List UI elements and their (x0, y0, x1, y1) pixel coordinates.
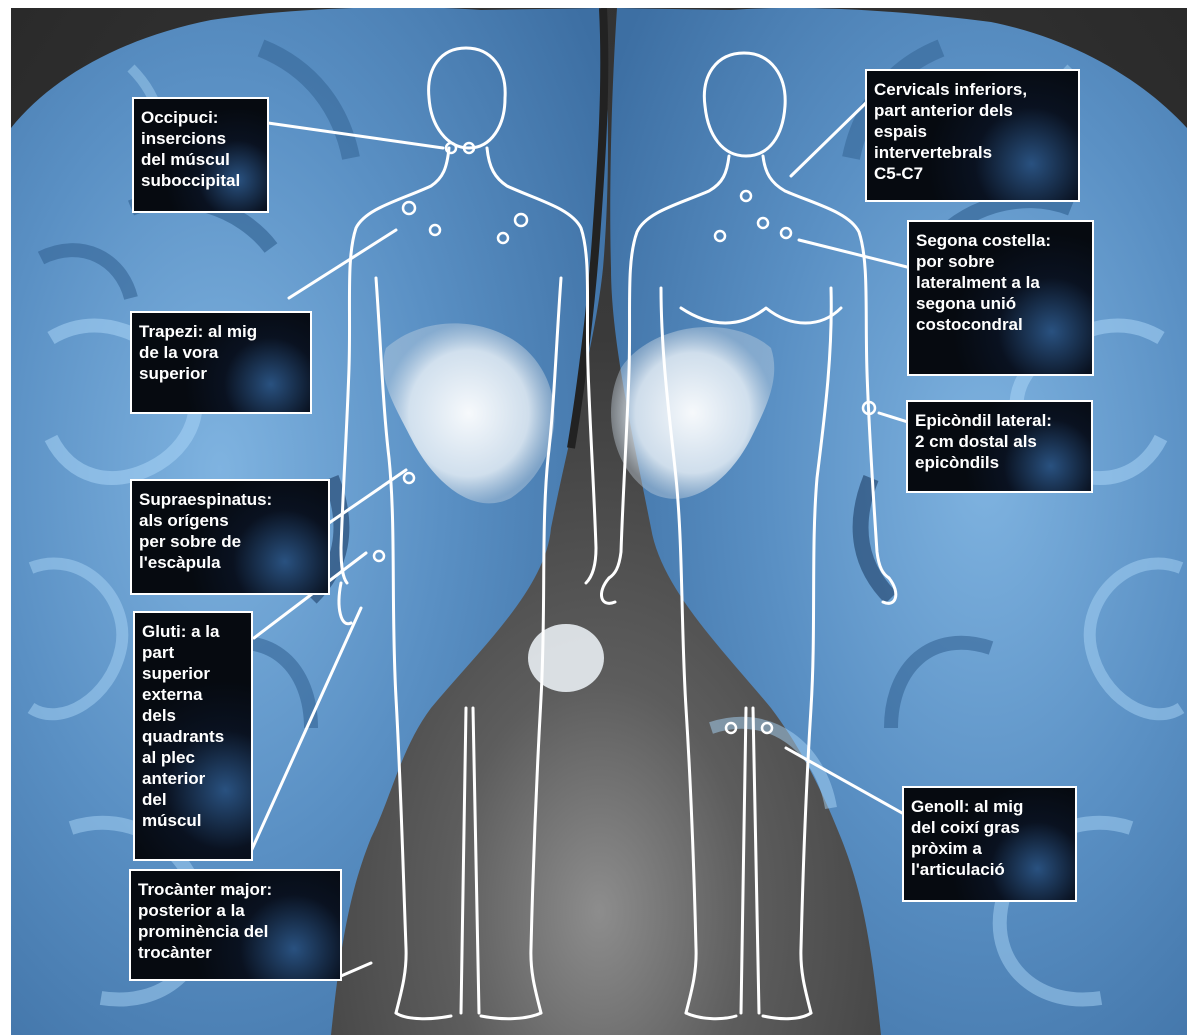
label-segona-costella: Segona costella: por sobre lateralment a… (907, 220, 1094, 376)
label-cervicals-text: Cervicals inferiors, part anterior dels … (874, 79, 1072, 184)
label-occipuci: Occipuci: insercions del múscul suboccip… (132, 97, 269, 213)
diagram-frame: Occipuci: insercions del múscul suboccip… (11, 8, 1187, 1035)
label-segona-costella-text: Segona costella: por sobre lateralment a… (916, 230, 1086, 335)
label-genoll-text: Genoll: al mig del coixí gras pròxim a l… (911, 796, 1069, 880)
label-trapezi: Trapezi: al mig de la vora superior (130, 311, 312, 414)
label-gluti: Gluti: a la part superior externa dels q… (133, 611, 253, 861)
label-trapezi-text: Trapezi: al mig de la vora superior (139, 321, 304, 384)
label-cervicals: Cervicals inferiors, part anterior dels … (865, 69, 1080, 202)
label-occipuci-text: Occipuci: insercions del múscul suboccip… (141, 107, 261, 191)
label-epicondil-text: Epicòndil lateral: 2 cm dostal als epicò… (915, 410, 1085, 473)
label-trocanter-text: Trocànter major: posterior a la prominèn… (138, 879, 334, 963)
label-trocanter: Trocànter major: posterior a la prominèn… (129, 869, 342, 981)
label-supraespinatus: Supraespinatus: als orígens per sobre de… (130, 479, 330, 595)
label-epicondil: Epicòndil lateral: 2 cm dostal als epicò… (906, 400, 1093, 493)
label-supraespinatus-text: Supraespinatus: als orígens per sobre de… (139, 489, 322, 573)
label-genoll: Genoll: al mig del coixí gras pròxim a l… (902, 786, 1077, 902)
label-gluti-text: Gluti: a la part superior externa dels q… (142, 621, 245, 831)
